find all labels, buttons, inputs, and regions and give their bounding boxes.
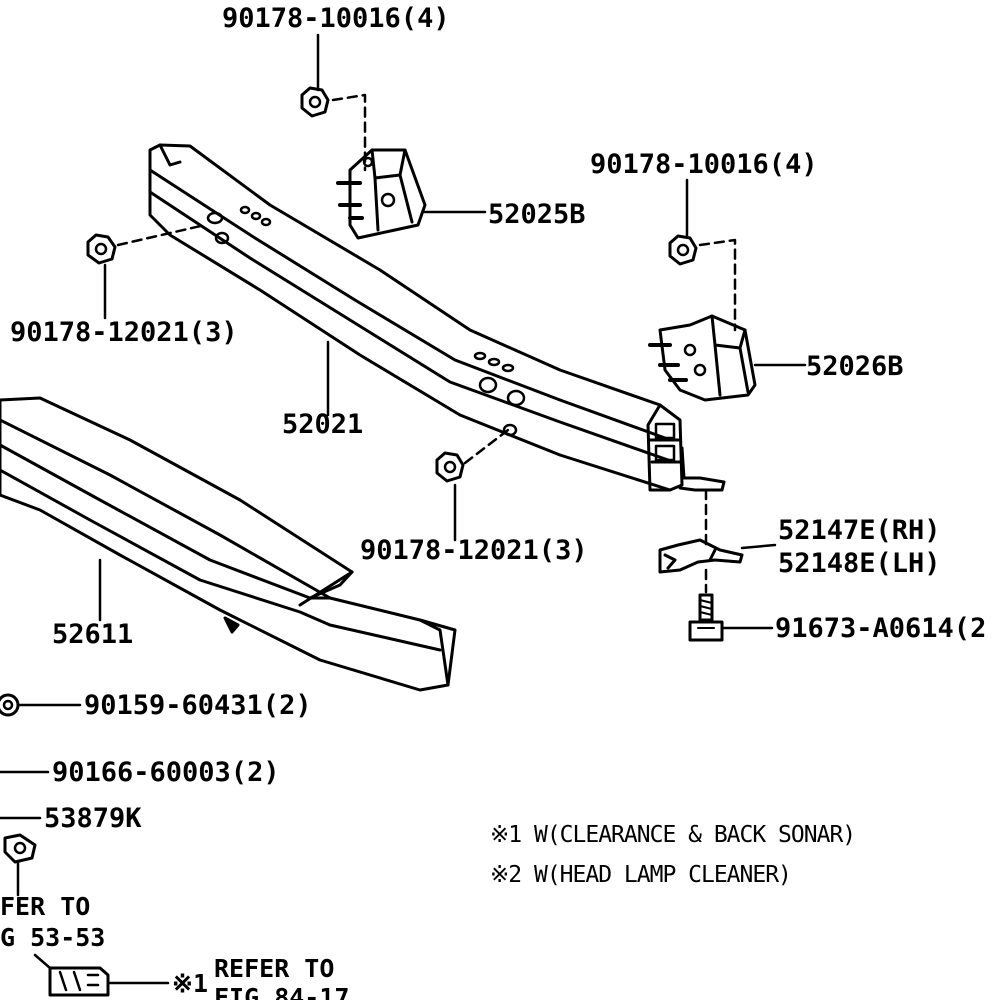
label-bracket-right: 52026B <box>806 351 904 382</box>
refer-a-line2: G 53-53 <box>0 923 106 952</box>
assembly-dashed-lines <box>116 93 737 594</box>
clip-90159-icon <box>0 693 20 717</box>
nut-bottom-icon <box>435 451 465 483</box>
refer-a-line1: FER TO <box>0 892 91 921</box>
label-nut-top-left: 90178-10016(4) <box>222 3 450 34</box>
side-bracket-52147e <box>658 538 744 574</box>
energy-absorber <box>0 396 457 692</box>
bolt-icon <box>688 593 724 642</box>
bracket-52025b <box>336 148 427 240</box>
label-nut-left: 90178-12021(3) <box>10 317 238 348</box>
refer-b-line1: REFER TO <box>214 954 335 983</box>
bracket-52026b <box>648 314 757 402</box>
label-absorber: 52611 <box>52 619 134 650</box>
nut-left-icon <box>86 233 117 265</box>
label-clip-2: 90166-60003(2) <box>52 757 280 788</box>
label-bracket-lh: 52148E(LH) <box>778 548 941 579</box>
label-nut-bottom: 90178-12021(3) <box>360 535 588 566</box>
note-2: ※2 W(HEAD LAMP CLEANER) <box>490 862 792 888</box>
sensor-mark: ※1 <box>172 969 208 998</box>
leader-lines <box>0 33 807 985</box>
label-bracket-left: 52025B <box>488 199 586 230</box>
label-nut-top-right: 90178-10016(4) <box>590 149 818 180</box>
sonar-sensor-icon <box>48 966 110 997</box>
label-bracket-rh: 52147E(RH) <box>778 515 941 546</box>
nut-top-right-icon <box>668 234 698 266</box>
bumper-arm-hook <box>678 446 726 492</box>
label-bolt: 91673-A0614(2 <box>775 613 987 644</box>
label-clip-1: 90159-60431(2) <box>84 690 312 721</box>
label-reinforcement: 52021 <box>282 409 364 440</box>
nut-top-left-icon <box>300 86 330 118</box>
label-part-53879: 53879K <box>44 803 142 834</box>
bumper-reinforcement-beam <box>148 143 684 492</box>
refer-b-line2: FIG 84-17 <box>214 983 350 1000</box>
clip-53879k-icon <box>3 833 37 864</box>
note-1: ※1 W(CLEARANCE & BACK SONAR) <box>490 822 856 848</box>
